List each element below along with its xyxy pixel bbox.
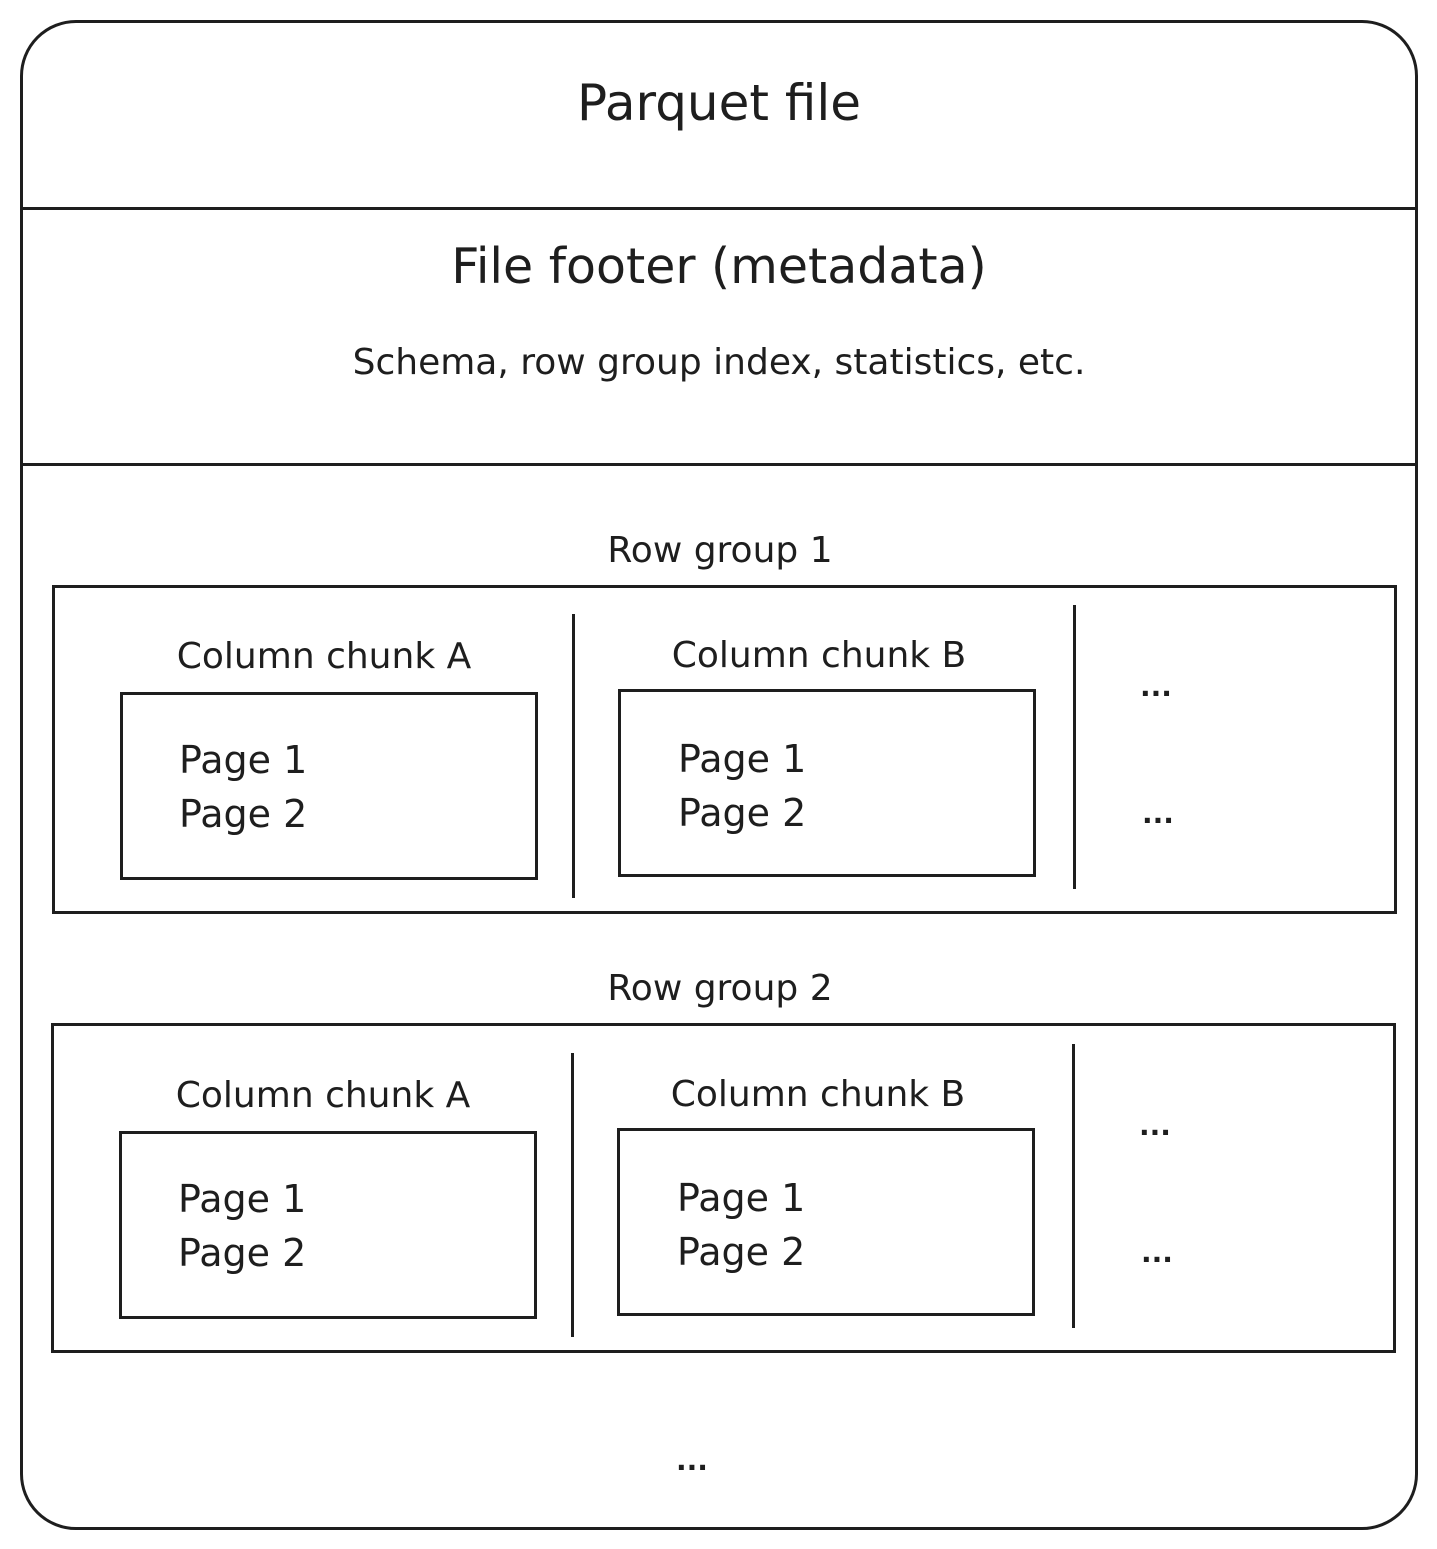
page-item: Page 1 xyxy=(178,1177,307,1221)
chunk-divider xyxy=(1073,605,1076,889)
page-item: Page 1 xyxy=(179,738,308,782)
file-footer-subtitle: Schema, row group index, statistics, etc… xyxy=(352,342,1086,383)
footer-top-divider xyxy=(22,207,1416,210)
row-group-box xyxy=(51,1023,1396,1353)
column-chunk-box xyxy=(617,1128,1035,1316)
page-item: Page 2 xyxy=(179,792,308,836)
file-footer-title: File footer (metadata) xyxy=(451,238,987,295)
footer-bottom-divider xyxy=(22,463,1416,466)
chunk-divider xyxy=(572,614,575,898)
row-group-label: Row group 1 xyxy=(607,530,833,571)
more-chunks-ellipsis: ... xyxy=(1141,1236,1173,1269)
column-chunk-label: Column chunk A xyxy=(175,1075,471,1116)
column-chunk-box xyxy=(119,1131,537,1319)
page-item: Page 2 xyxy=(178,1231,307,1275)
parquet-file-container xyxy=(20,20,1418,1530)
column-chunk-label: Column chunk B xyxy=(671,635,967,676)
more-chunks-ellipsis: ... xyxy=(1140,670,1172,703)
page-item: Page 2 xyxy=(678,791,807,835)
more-chunks-ellipsis: ... xyxy=(1139,1109,1171,1142)
column-chunk-label: Column chunk A xyxy=(176,636,472,677)
page-item: Page 2 xyxy=(677,1230,806,1274)
column-chunk-label: Column chunk B xyxy=(670,1074,966,1115)
page-item: Page 1 xyxy=(678,737,807,781)
column-chunk-box xyxy=(618,689,1036,877)
page-item: Page 1 xyxy=(677,1176,806,1220)
parquet-file-title: Parquet file xyxy=(576,74,862,132)
column-chunk-box xyxy=(120,692,538,880)
more-chunks-ellipsis: ... xyxy=(1142,797,1174,830)
row-group-box xyxy=(52,585,1397,914)
chunk-divider xyxy=(1072,1044,1075,1328)
chunk-divider xyxy=(571,1053,574,1337)
more-row-groups-ellipsis: ... xyxy=(676,1444,708,1477)
row-group-label: Row group 2 xyxy=(607,968,833,1009)
